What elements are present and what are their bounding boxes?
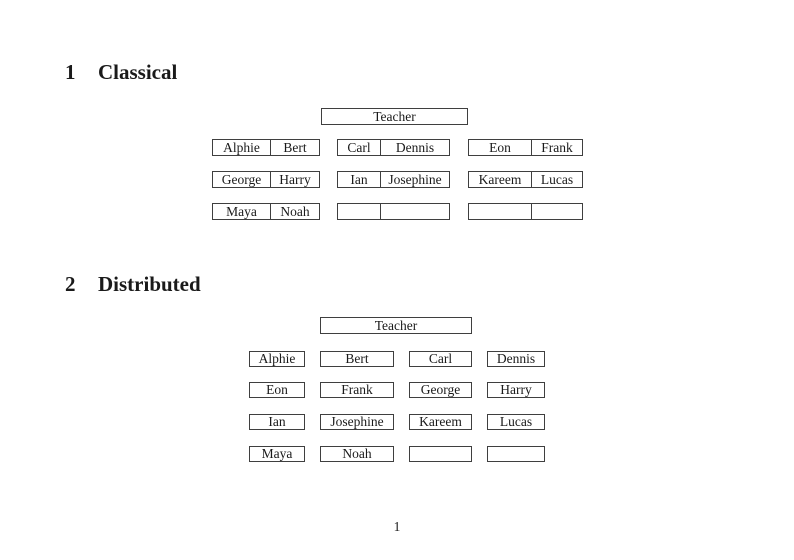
seat: Dennis [380,140,449,155]
seat-box-row3-col2: Josephine [320,414,394,430]
distributed-teacher-box: Teacher [320,317,472,334]
section-number: 2 [65,272,76,296]
teacher-label: Teacher [374,317,418,333]
seat: Maya [226,203,257,219]
section-title: Distributed [98,272,201,296]
seat-box-row3-col4: Lucas [487,414,545,430]
seat: Eon [489,139,511,155]
desk-row3-col3 [468,203,583,220]
seat-box-row3-col3: Kareem [409,414,472,430]
seat-box-row4-col3 [409,446,472,462]
desk-row2-col3: Kareem Lucas [468,171,583,188]
seat: Noah [270,204,319,219]
seat-box-row2-col3: George [409,382,472,398]
seat [380,204,449,219]
section-classical-heading: 1 Classical [65,61,177,83]
seat: Lucas [531,172,582,187]
desk-row1-col2: Carl Dennis [337,139,450,156]
seat-box-row1-col1: Alphie [249,351,305,367]
seat-box-row4-col4 [487,446,545,462]
seat: Carl [347,139,371,155]
desk-row3-col2 [337,203,450,220]
classical-teacher-box: Teacher [321,108,468,125]
seat-box-row3-col1: Ian [249,414,305,430]
seat-box-row1-col4: Dennis [487,351,545,367]
desk-row3-col1: Maya Noah [212,203,320,220]
teacher-label: Teacher [373,108,416,124]
desk-row2-col1: George Harry [212,171,320,188]
seat-box-row1-col2: Bert [320,351,394,367]
desk-row1-col3: Eon Frank [468,139,583,156]
seat [338,204,380,219]
section-number: 1 [65,60,76,84]
seat: Alphie [223,139,260,155]
seat [469,204,531,219]
page-number: 1 [393,519,401,534]
seat-box-row4-col2: Noah [320,446,394,462]
seat: Frank [531,140,582,155]
seat [531,204,582,219]
seat: Ian [350,171,368,187]
seat: George [221,171,262,187]
desk-row1-col1: Alphie Bert [212,139,320,156]
seat-box-row2-col1: Eon [249,382,305,398]
desk-row2-col2: Ian Josephine [337,171,450,188]
seat: Bert [270,140,319,155]
seat-box-row1-col3: Carl [409,351,472,367]
section-title: Classical [98,60,178,84]
seat-box-row2-col2: Frank [320,382,394,398]
section-distributed-heading: 2 Distributed [65,273,201,295]
seat-box-row4-col1: Maya [249,446,305,462]
seat-box-row2-col4: Harry [487,382,545,398]
seat: Kareem [478,171,522,187]
seat: Harry [270,172,319,187]
seat: Josephine [380,172,449,187]
